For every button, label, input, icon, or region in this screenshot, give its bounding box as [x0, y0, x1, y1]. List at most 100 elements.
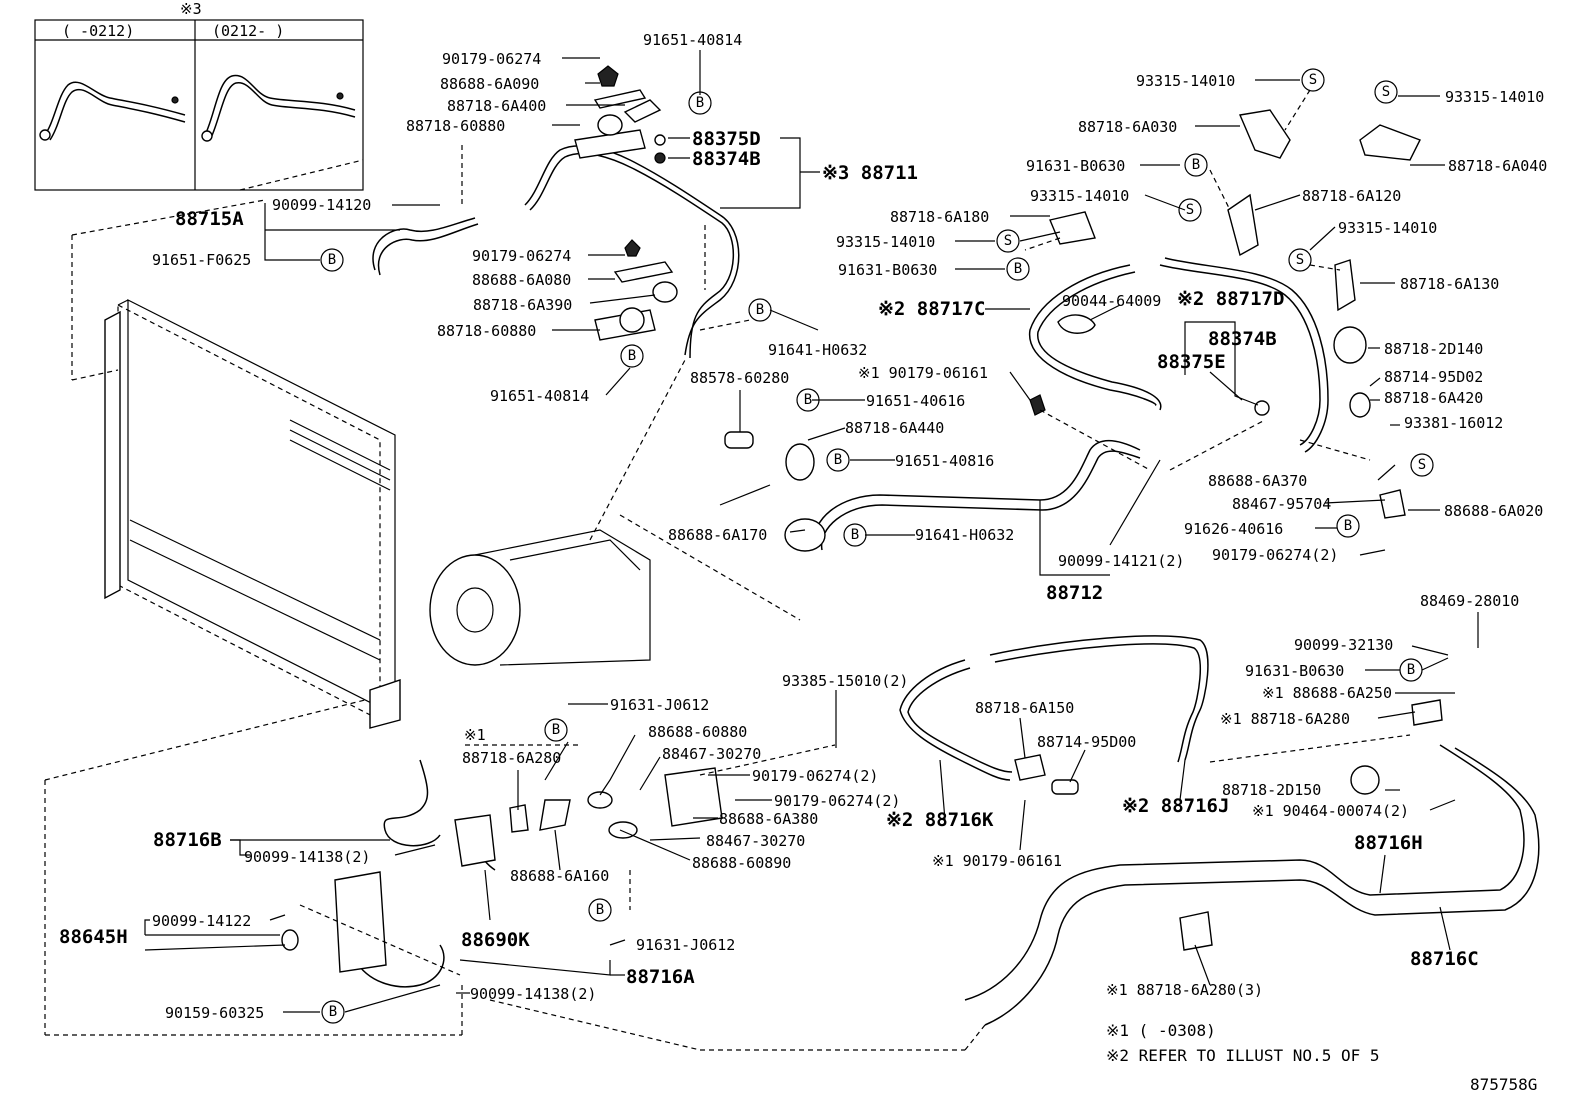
compressor-body: [474, 529, 651, 666]
label-88688-6A380: 88688-6A380: [719, 810, 818, 828]
label-91631-B0630-c: 91631-B0630: [1245, 662, 1344, 680]
marker-b: B: [588, 898, 612, 922]
label-90179-06274-d: 90179-06274(2): [752, 767, 878, 785]
switch-88645H: [281, 929, 299, 951]
inset-right-hose: [204, 74, 356, 136]
label-91631-B0630-b: 91631-B0630: [838, 261, 937, 279]
label-93315-14010-b: 93315-14010: [1445, 88, 1544, 106]
label-88718-6A390: 88718-6A390: [473, 296, 572, 314]
label-90159-60325: 90159-60325: [165, 1004, 264, 1022]
markers: B B B B B B B B B B B B B B S S S S S S: [320, 68, 1434, 1024]
pipe-88716J: [989, 635, 1209, 761]
label-88688-6A250: ※1 88688-6A250: [1262, 684, 1392, 702]
clamp-88718-6A040: [1359, 124, 1421, 161]
marker-s: S: [1288, 248, 1312, 272]
clamp-88718-6A030: [1239, 109, 1291, 159]
label-88718-6A040: 88718-6A040: [1448, 157, 1547, 175]
inset-mark: ※3: [180, 0, 202, 18]
marker-s: S: [1374, 80, 1398, 104]
label-88718-6A440: 88718-6A440: [845, 419, 944, 437]
label-88688-6A080: 88688-6A080: [472, 271, 571, 289]
label-88645H: 88645H: [59, 926, 128, 948]
label-88467-30270-b: 88467-30270: [706, 832, 805, 850]
svg-text:B: B: [1192, 157, 1200, 173]
marker-s: S: [1178, 198, 1202, 222]
pipe-88716B: [383, 759, 441, 847]
svg-text:B: B: [552, 722, 560, 738]
label-88716B: 88716B: [153, 829, 222, 851]
label-91626-40616: 91626-40616: [1184, 520, 1283, 538]
condenser-core-outline: [117, 304, 381, 721]
label-88467-30270-a: 88467-30270: [662, 745, 761, 763]
svg-text:S: S: [1309, 72, 1317, 88]
label-88718-6A030: 88718-6A030: [1078, 118, 1177, 136]
label-90044-64009: 90044-64009: [1062, 292, 1161, 310]
inset-right-hose-2: [209, 82, 356, 141]
marker-b: B: [796, 388, 820, 412]
svg-text:B: B: [834, 452, 842, 468]
label-93381-16012: 93381-16012: [1404, 414, 1503, 432]
marker-s: S: [996, 229, 1020, 253]
label-88718-6A280-b: ※1 88718-6A280(3): [1106, 981, 1263, 999]
svg-text:S: S: [1418, 457, 1426, 473]
label-88712: 88712: [1046, 582, 1103, 604]
label-88375D: 88375D: [692, 128, 761, 150]
label-88711: ※3 88711: [822, 162, 918, 184]
label-90099-32130: 90099-32130: [1294, 636, 1393, 654]
label-91651-F0625: 91651-F0625: [152, 251, 251, 269]
svg-text:B: B: [696, 95, 704, 111]
compressor-pulley: [429, 554, 521, 666]
label-90179-06274-c: 90179-06274(2): [1212, 546, 1338, 564]
label-91651-40814-b: 91651-40814: [490, 387, 589, 405]
label-88688-6A090: 88688-6A090: [440, 75, 539, 93]
marker-s: S: [1301, 68, 1325, 92]
marker-b: B: [321, 1000, 345, 1024]
label-88718-60880-b: 88718-60880: [437, 322, 536, 340]
svg-text:B: B: [596, 902, 604, 918]
svg-text:B: B: [628, 348, 636, 364]
label-88716H: 88716H: [1354, 832, 1423, 854]
condenser-bracket: [369, 679, 401, 729]
svg-text:B: B: [329, 1004, 337, 1020]
label-91631-B0630-a: 91631-B0630: [1026, 157, 1125, 175]
pipe-88717D: [1159, 264, 1321, 446]
svg-text:S: S: [1296, 252, 1304, 268]
condenser: [104, 299, 401, 729]
label-88688-6A170: 88688-6A170: [668, 526, 767, 544]
footnotes: ※1 ( -0308) ※2 REFER TO ILLUST NO.5 OF 5…: [1106, 1021, 1537, 1094]
label-88375E: 88375E: [1157, 351, 1226, 373]
label-88718-6A280-a: ※1 88718-6A280: [1220, 710, 1350, 728]
marker-b: B: [1399, 658, 1423, 682]
marker-b: B: [620, 344, 644, 368]
label-91651-40814: 91651-40814: [643, 31, 742, 49]
inset-right-header: (0212- ): [212, 22, 284, 40]
pipe-88712: [813, 439, 1141, 546]
svg-text:B: B: [1407, 662, 1415, 678]
label-91631-J0612-b: 91631-J0612: [636, 936, 735, 954]
label-91641-H0632: 91641-H0632: [768, 341, 867, 359]
label-88469-28010: 88469-28010: [1420, 592, 1519, 610]
label-93315-14010-e: 93315-14010: [1338, 219, 1437, 237]
condenser-side-tank: [104, 310, 121, 600]
figure-id: 875758G: [1470, 1075, 1537, 1094]
inset-left-header: ( -0212): [62, 22, 134, 40]
label-88718-6A150: 88718-6A150: [975, 699, 1074, 717]
pipe-88715A: [372, 217, 476, 271]
label-91641-H0632-b: 91641-H0632: [915, 526, 1014, 544]
svg-text:B: B: [1344, 518, 1352, 534]
marker-s: S: [1410, 453, 1434, 477]
label-88717C: ※2 88717C: [878, 298, 985, 320]
label-88688-6A160: 88688-6A160: [510, 867, 609, 885]
inset-left-hose: [44, 81, 186, 136]
label-88716A: 88716A: [626, 966, 695, 988]
label-90099-14121: 90099-14121(2): [1058, 552, 1184, 570]
label-88718-6A130: 88718-6A130: [1400, 275, 1499, 293]
label-88718-6A180: 88718-6A180: [890, 208, 989, 226]
marker-b: B: [688, 91, 712, 115]
label-88718-6A120: 88718-6A120: [1302, 187, 1401, 205]
receiver-88716A: [334, 871, 387, 973]
marker-b: B: [320, 248, 344, 272]
inset-right-bolt: [336, 92, 344, 100]
